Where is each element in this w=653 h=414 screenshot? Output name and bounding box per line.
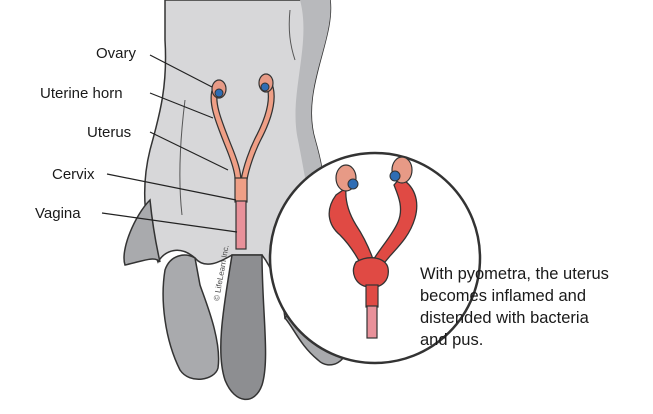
inflamed-uterus-body	[352, 257, 389, 288]
magnified-ovary-right	[389, 156, 413, 184]
tail	[220, 254, 267, 401]
label-cervix: Cervix	[52, 166, 95, 183]
normal-uterus	[210, 73, 275, 250]
ovary-right	[258, 73, 274, 93]
magnified-view	[268, 151, 482, 365]
label-vagina: Vagina	[35, 205, 81, 222]
label-uterus: Uterus	[87, 124, 132, 141]
label-ovary: Ovary	[96, 45, 137, 62]
pyometra-caption: With pyometra, the uterus becomes inflam…	[420, 265, 609, 349]
label-uterine-horn: Uterine horn	[40, 85, 123, 102]
left-paw	[162, 254, 220, 380]
leader-lines	[101, 54, 238, 233]
magnified-ovary-left	[335, 164, 359, 192]
ovary-left	[211, 79, 227, 99]
left-back-leg	[123, 198, 161, 266]
